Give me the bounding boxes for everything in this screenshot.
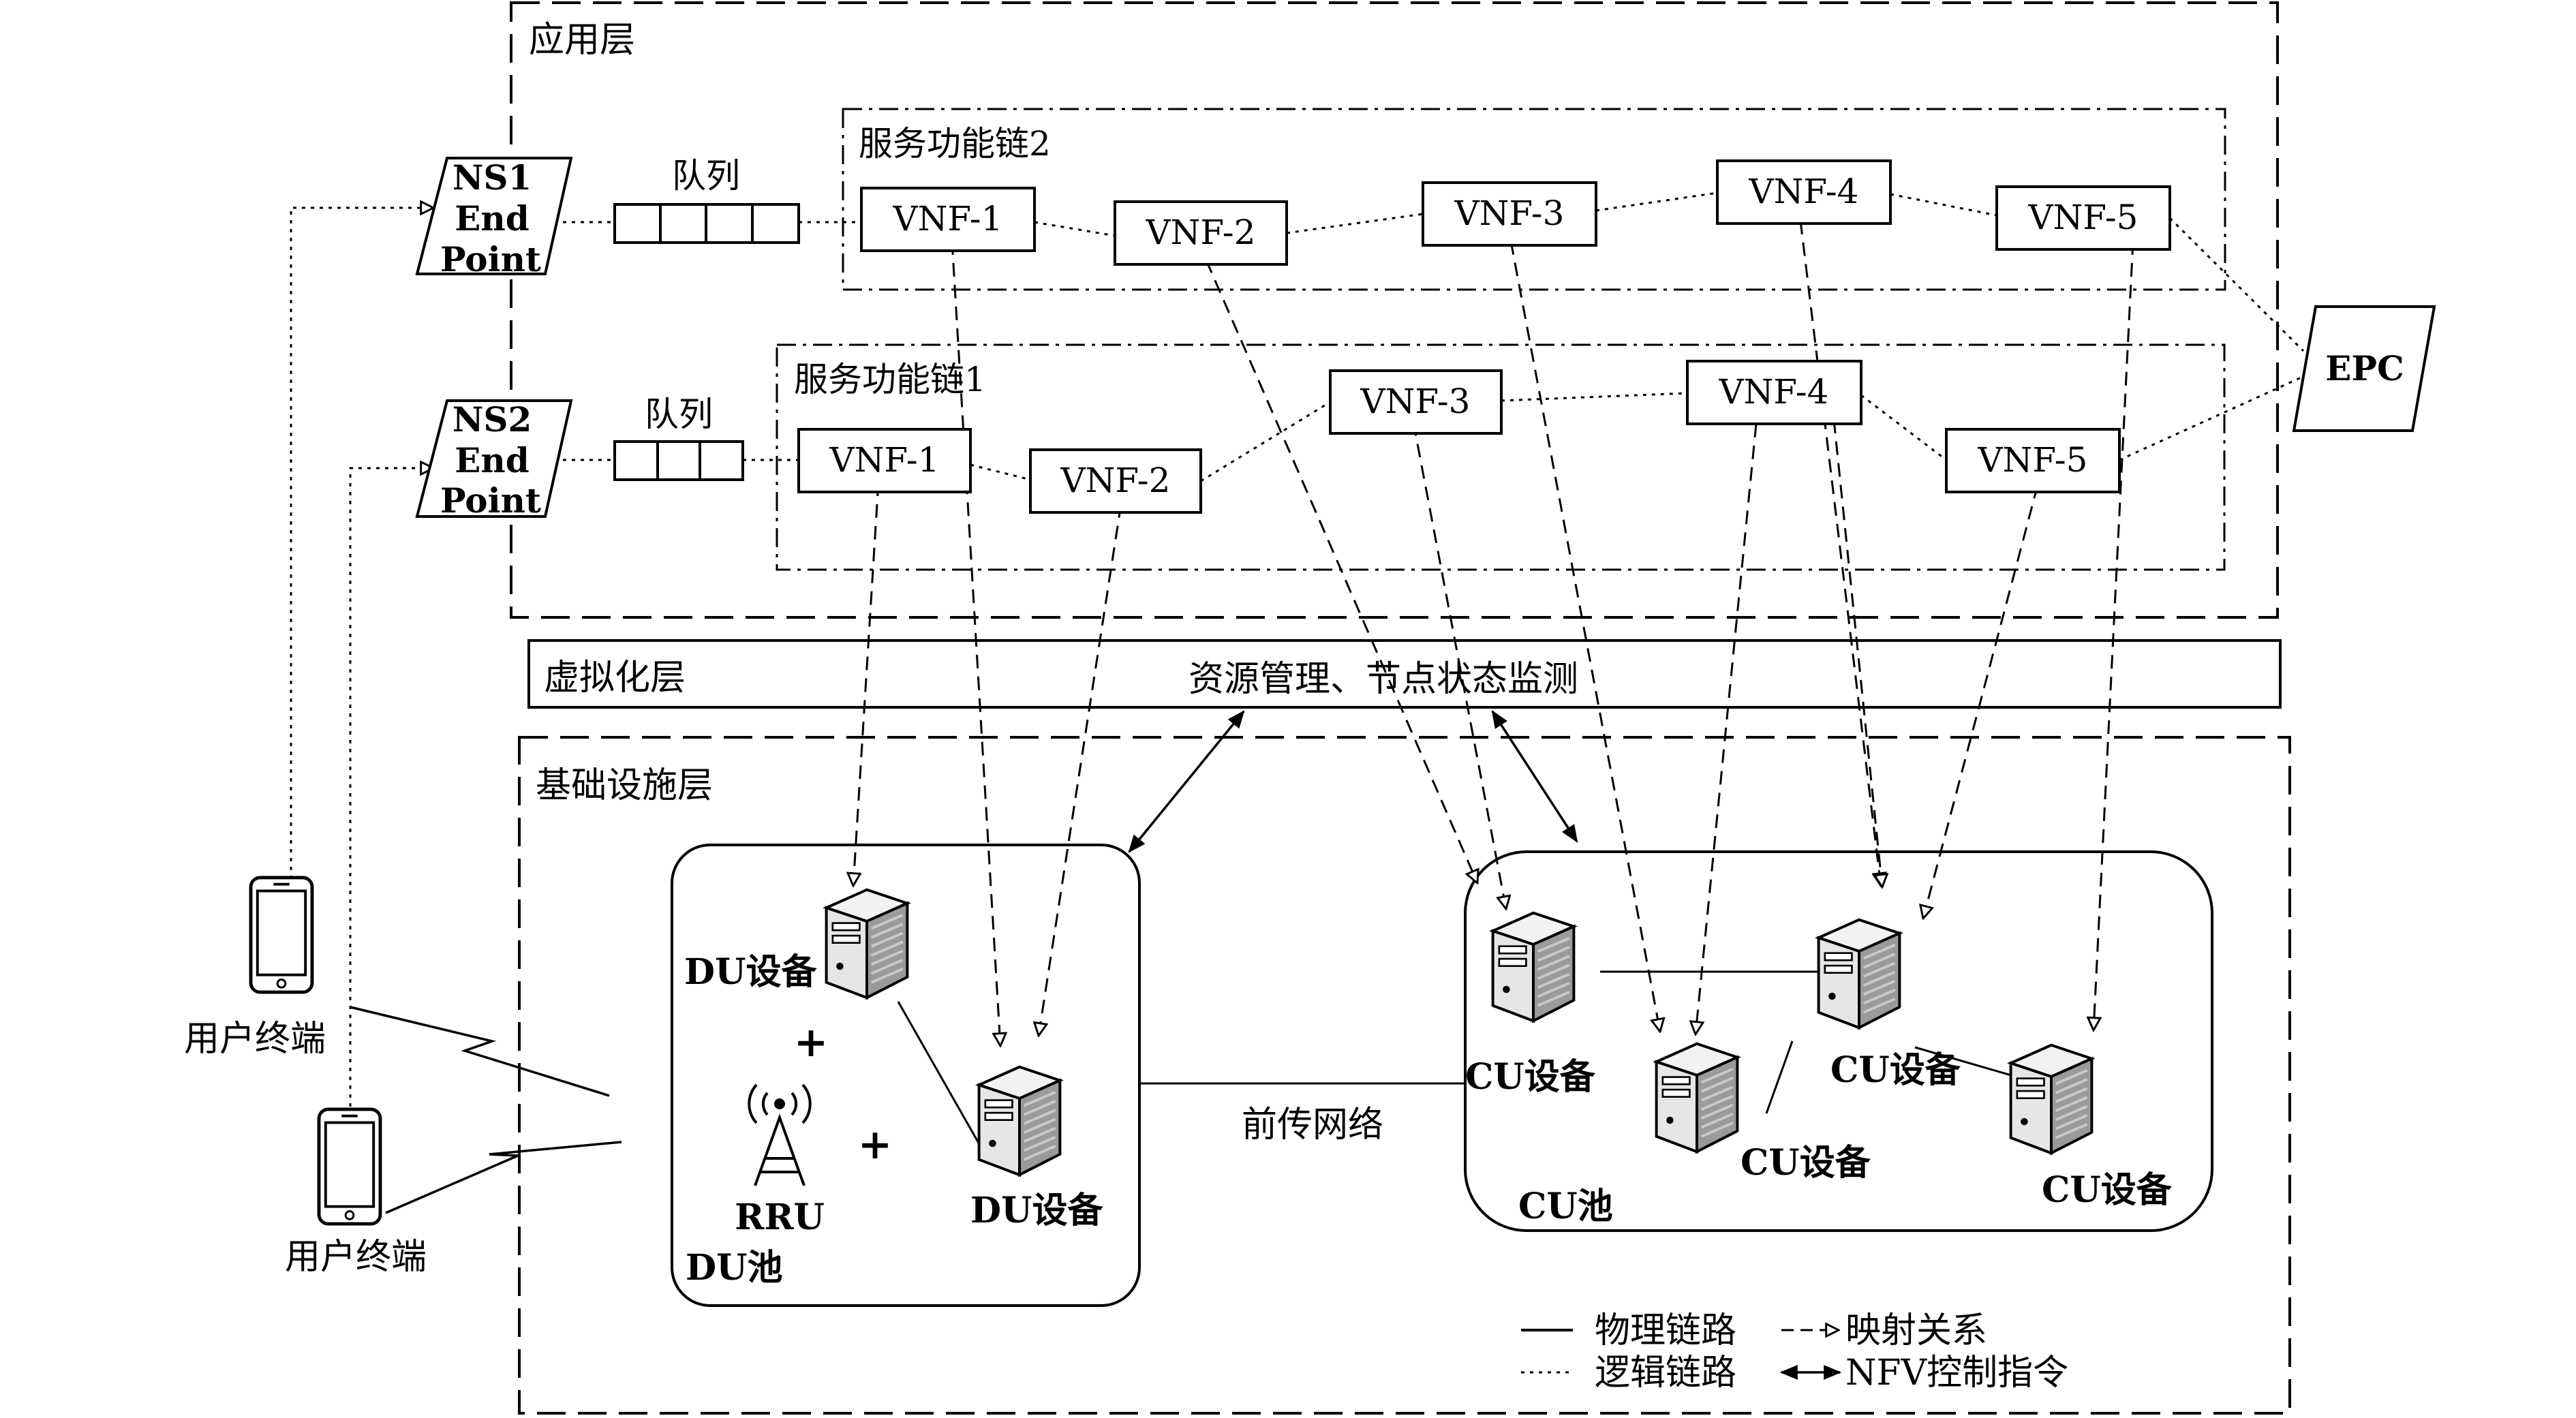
- du-device-label-1: DU设备: [684, 951, 817, 993]
- svg-text:NS1: NS1: [453, 157, 532, 198]
- epc-node: EPC: [2292, 305, 2436, 432]
- svg-text:End: End: [455, 440, 529, 480]
- cu-device-label-1: CU设备: [1465, 1056, 1596, 1098]
- du-plus-1: +: [794, 1019, 828, 1066]
- sfc2-vnfs: VNF-1 VNF-2 VNF-3 VNF-4 VNF-5: [860, 159, 2171, 266]
- terminal2-to-ns2-link: [349, 468, 433, 1107]
- logical-links: [290, 191, 2311, 1107]
- lightning-icon: [385, 1141, 622, 1214]
- rru-label: RRU: [735, 1197, 825, 1238]
- du-server-icon-1: [827, 890, 908, 998]
- terminal-label-1: 用户终端: [184, 1019, 326, 1060]
- svg-text:VNF-4: VNF-4: [1748, 172, 1858, 211]
- sfc2-vnf-5: VNF-5: [1995, 185, 2171, 251]
- svg-text:VNF-4: VNF-4: [1718, 372, 1828, 412]
- svg-text:VNF-2: VNF-2: [1145, 213, 1255, 252]
- sfc1-vnf-3: VNF-3: [1329, 369, 1503, 435]
- cu-pool-label: CU池: [1518, 1186, 1613, 1227]
- svg-text:VNF-1: VNF-1: [892, 199, 1002, 238]
- cu-server-icon-4: [2011, 1045, 2092, 1153]
- phone-icon: [319, 1109, 380, 1224]
- sfc1-border: [776, 343, 2226, 571]
- du-plus-2: +: [858, 1121, 892, 1169]
- svg-text:NS2: NS2: [453, 399, 532, 440]
- phone-icon: [251, 878, 312, 992]
- sfc1-vnf-5: VNF-5: [1945, 428, 2121, 493]
- sfc2-vnf-1: VNF-1: [860, 187, 1036, 252]
- sfc2-vnf-4: VNF-4: [1716, 159, 1892, 225]
- legend-mapping-label: 映射关系: [1845, 1310, 1987, 1351]
- lightning-icon: [350, 1006, 610, 1097]
- cu-device-label-3: CU设备: [1741, 1142, 1871, 1184]
- mapping-arrows: [853, 220, 2134, 1046]
- cu-pool-border: [1464, 850, 2213, 1232]
- svg-text:Point: Point: [440, 239, 541, 279]
- infrastructure-layer-label: 基础设施层: [536, 765, 713, 806]
- cu-server-icon-1: [1493, 913, 1574, 1021]
- svg-text:VNF-5: VNF-5: [2027, 198, 2138, 237]
- sfc2-vnf-3: VNF-3: [1422, 181, 1597, 247]
- physical-links: [897, 970, 2017, 1160]
- application-layer-border: [510, 1, 2279, 619]
- svg-text:VNF-3: VNF-3: [1454, 194, 1564, 233]
- svg-text:VNF-3: VNF-3: [1360, 382, 1470, 421]
- sfc1-vnf-4: VNF-4: [1686, 360, 1862, 425]
- du-server-icon-2: [979, 1067, 1060, 1175]
- du-device-label-2: DU设备: [970, 1190, 1103, 1231]
- sfc1-vnf-2: VNF-2: [1029, 448, 1202, 514]
- fronthaul-label: 前传网络: [1242, 1105, 1383, 1145]
- du-pool-border: [671, 844, 1141, 1307]
- svg-text:VNF-2: VNF-2: [1060, 461, 1170, 500]
- queue-sfc1: 队列: [613, 395, 744, 481]
- cu-server-icon-3: [1657, 1044, 1738, 1152]
- cu-device-label-4: CU设备: [2042, 1169, 2173, 1211]
- svg-text:VNF-1: VNF-1: [829, 440, 939, 480]
- du-pool-label: DU池: [686, 1247, 782, 1289]
- svg-text:EPC: EPC: [2325, 348, 2404, 388]
- application-layer-label: 应用层: [529, 20, 635, 61]
- ns1-endpoint: NS1 End Point: [415, 157, 573, 279]
- ns2-endpoint: NS2 End Point: [415, 399, 573, 521]
- nfv-control-arrows: [1128, 710, 1578, 853]
- legend-nfv-label: NFV控制指令: [1845, 1353, 2068, 1393]
- virtualization-layer-label: 虚拟化层: [544, 658, 686, 698]
- legend-physical-label: 物理链路: [1595, 1310, 1736, 1351]
- antenna-icon: [748, 1083, 812, 1186]
- sfc1-vnf-1: VNF-1: [797, 428, 972, 493]
- sfc1-title: 服务功能链1: [794, 360, 986, 399]
- terminal-label-2: 用户终端: [285, 1237, 427, 1278]
- virtualization-layer-bar: [527, 639, 2282, 709]
- sfc2-border: [842, 108, 2226, 291]
- infrastructure-layer-border: [518, 736, 2291, 1415]
- svg-text:队列: 队列: [645, 395, 713, 434]
- wireless-links: [350, 1006, 622, 1214]
- queue-sfc2: 队列: [613, 156, 800, 244]
- sfc2-title: 服务功能链2: [859, 124, 1051, 164]
- sfc2-vnf-2: VNF-2: [1114, 200, 1288, 266]
- svg-text:VNF-5: VNF-5: [1977, 440, 2087, 480]
- cu-device-label-2: CU设备: [1830, 1049, 1961, 1091]
- legend-logical-label: 逻辑链路: [1595, 1353, 1736, 1393]
- terminal1-to-ns1-link: [290, 208, 433, 879]
- cu-server-icon-2: [1819, 920, 1900, 1028]
- legend: 物理链路 逻辑链路 映射关系 NFV控制指令: [1521, 1310, 2068, 1393]
- svg-text:End: End: [455, 198, 529, 238]
- sfc1-vnfs: VNF-1 VNF-2 VNF-3 VNF-4 VNF-5: [797, 360, 2121, 514]
- svg-text:队列: 队列: [672, 156, 740, 196]
- svg-text:Point: Point: [440, 480, 541, 521]
